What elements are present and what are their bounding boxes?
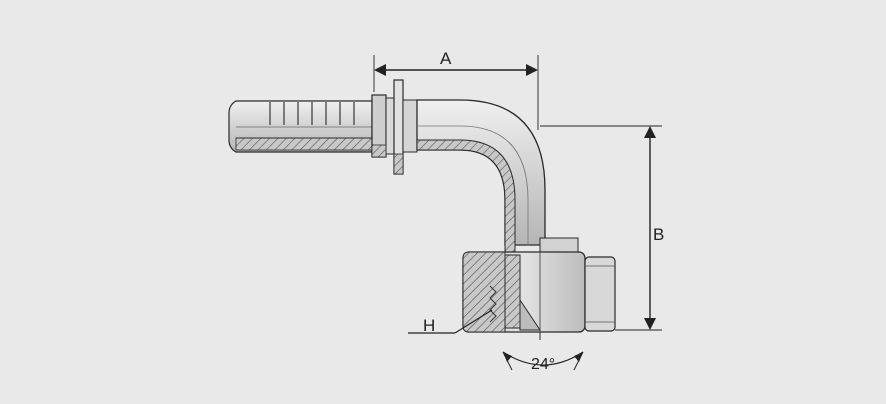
tail-ribs: [269, 102, 355, 125]
hose-tail: [228, 100, 373, 153]
dimension-b-label: B: [653, 225, 665, 244]
collar: [371, 79, 418, 175]
angle-label: 24°: [531, 356, 556, 373]
dimension-a-label: A: [440, 49, 452, 68]
thread-h-label: H: [423, 316, 436, 335]
angle-indicator: [502, 351, 584, 371]
dimension-a: [373, 55, 539, 130]
leader-h: [408, 309, 493, 334]
dimension-b: [540, 125, 662, 331]
swivel-nut: [462, 251, 616, 340]
elbow-body: [416, 99, 579, 256]
